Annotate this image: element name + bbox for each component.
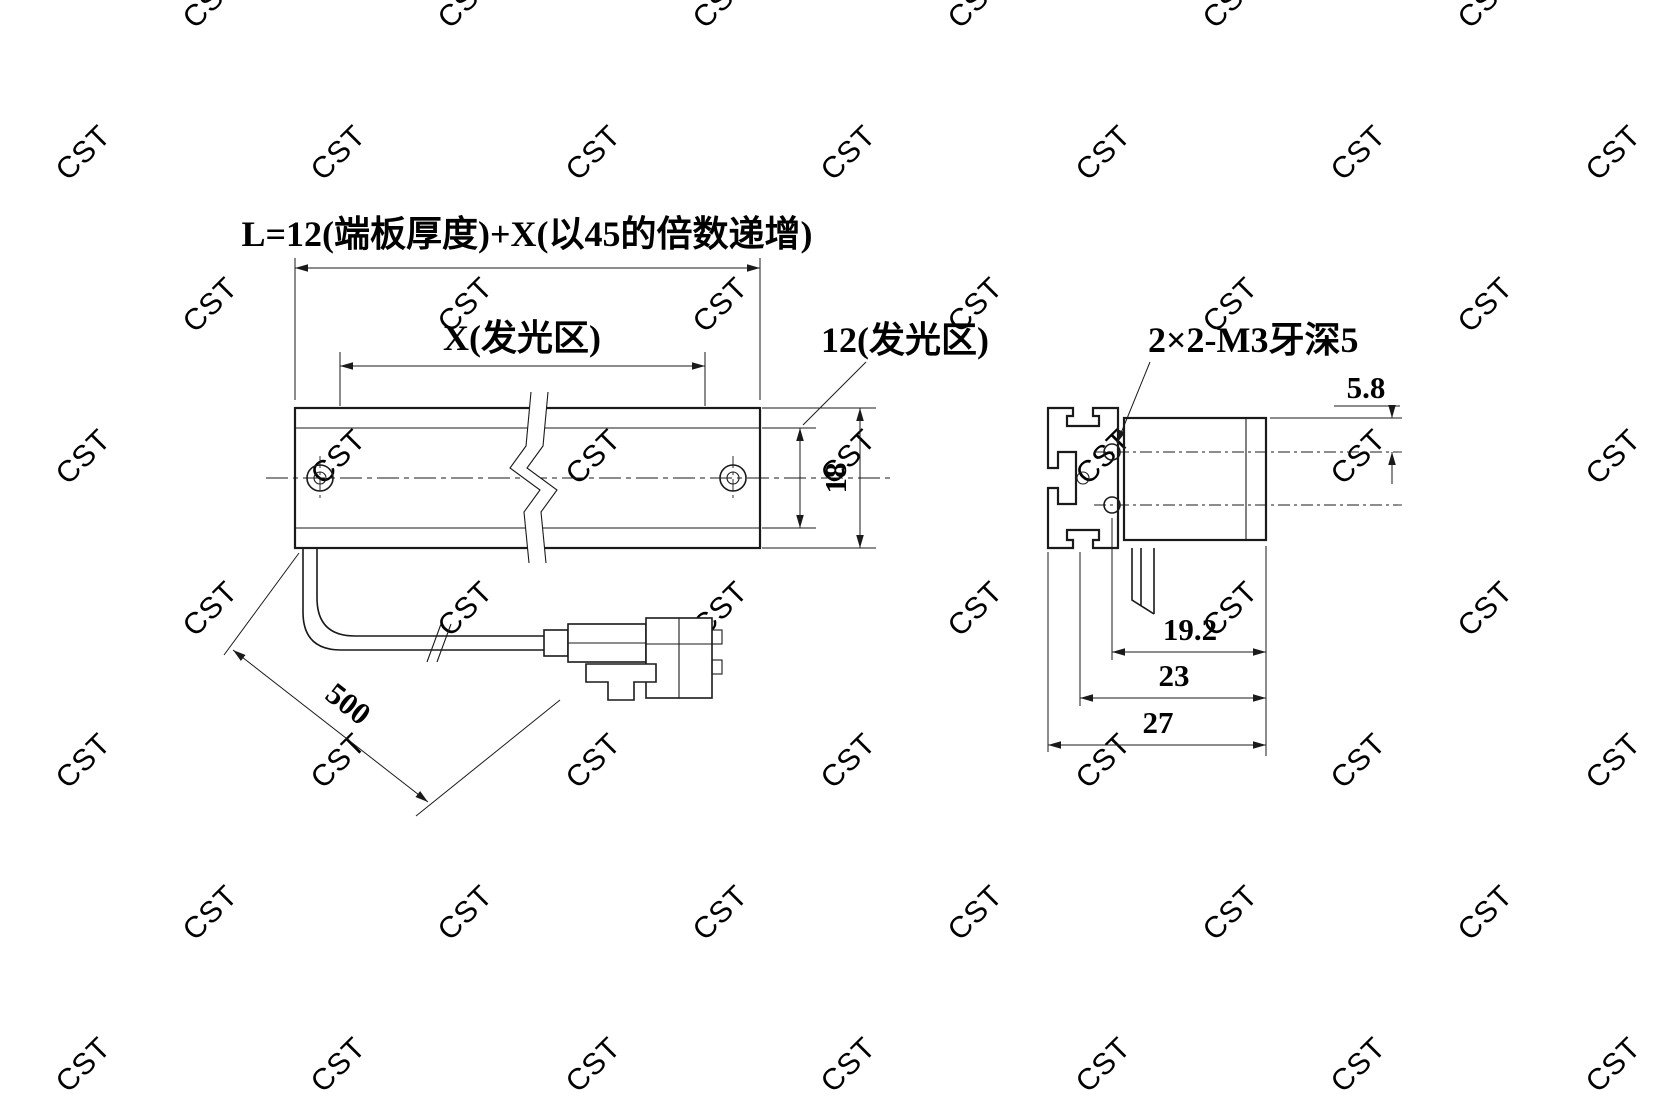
- watermark-text: CST: [1452, 0, 1520, 35]
- watermark-text: CST: [942, 575, 1010, 643]
- front-dimensions: L=12(端板厚度)+X(以45的倍数递增) X(发光区) 12(发光区) 18…: [223, 214, 989, 817]
- watermark-text: CST: [687, 879, 755, 947]
- watermark-text: CST: [560, 423, 628, 491]
- watermark-text: CST: [50, 119, 118, 187]
- watermark-text: CST: [432, 879, 500, 947]
- watermark-text: CST: [1580, 1031, 1648, 1099]
- watermark-text: CST: [1580, 423, 1648, 491]
- dim-12-extension-lines: [762, 427, 816, 529]
- watermark-text: CST: [560, 1031, 628, 1099]
- watermark-text: CST: [1197, 879, 1265, 947]
- section-view: [1046, 406, 1268, 615]
- dim-192-label: 19.2: [1163, 612, 1217, 647]
- dim-500-extension-lines: [223, 552, 561, 817]
- break-mask: [510, 392, 557, 563]
- watermark-text: CST: [560, 727, 628, 795]
- watermark-text: CST: [1580, 727, 1648, 795]
- watermark-text: CST: [1580, 119, 1648, 187]
- cable-lines: [302, 548, 546, 651]
- watermark-text: CST: [305, 1031, 373, 1099]
- watermark-text: CST: [305, 119, 373, 187]
- watermark-text: CST: [1452, 879, 1520, 947]
- extrusion-profile: [1046, 406, 1120, 550]
- dim-23-label: 23: [1159, 658, 1190, 693]
- watermark-text: CST: [560, 119, 628, 187]
- watermark-text: CST: [1197, 0, 1265, 35]
- dim-X-extension-lines: [339, 352, 706, 406]
- dim-L-label: L=12(端板厚度)+X(以45的倍数递增): [242, 214, 813, 254]
- width-extension-lines: [1047, 518, 1267, 756]
- dim-12-label: 12(发光区): [821, 320, 989, 360]
- watermark-text: CST: [177, 879, 245, 947]
- cable-connector: [543, 617, 723, 701]
- watermark-text: CST: [432, 0, 500, 35]
- watermark-text: CST: [177, 575, 245, 643]
- section-dimensions: 2×2-M3牙深5 5.8 19.2 23 27: [1047, 320, 1402, 756]
- dim-X-label: X(发光区): [443, 318, 601, 358]
- bar-side-plate: [1122, 416, 1268, 542]
- break-lines-icon: [509, 391, 558, 564]
- dim-27-label: 27: [1143, 705, 1174, 740]
- watermark-text: CST: [1070, 119, 1138, 187]
- dim-58-label: 5.8: [1347, 370, 1386, 405]
- connector-plug-lines: [646, 618, 712, 698]
- thread-note-leader: [1116, 361, 1151, 444]
- watermark-text: CST: [1070, 1031, 1138, 1099]
- watermark-text: CST: [1325, 119, 1393, 187]
- connector-tab-bottom: [711, 659, 723, 675]
- watermark-text: CST: [305, 727, 373, 795]
- watermark-text: CST: [942, 0, 1010, 35]
- watermark-text: CST: [815, 1031, 883, 1099]
- dim-L-extension-lines: [294, 258, 761, 400]
- mounting-hole-left: [306, 456, 334, 500]
- watermark-text: CST: [432, 575, 500, 643]
- dim-12-leader: [802, 361, 867, 426]
- connector-tab-top: [711, 629, 723, 645]
- watermark-text: CST: [815, 119, 883, 187]
- watermark-text: CST: [177, 271, 245, 339]
- watermark-text: CST: [1452, 575, 1520, 643]
- connector-crimp: [543, 629, 569, 657]
- watermark-text: CST: [1070, 423, 1138, 491]
- watermark-text: CST: [1325, 1031, 1393, 1099]
- watermark-text: CST: [687, 271, 755, 339]
- dim-500-line: [232, 649, 429, 803]
- watermark-text: CST: [177, 0, 245, 35]
- watermark-text: CST: [1452, 271, 1520, 339]
- mounting-hole-right: [719, 456, 747, 500]
- watermark-text: CST: [1325, 423, 1393, 491]
- cable-break-ticks: [426, 623, 452, 663]
- watermark-text: CST: [50, 1031, 118, 1099]
- watermark-text: CST: [1070, 727, 1138, 795]
- watermark-text: CST: [50, 727, 118, 795]
- dim-18-label: 18: [818, 463, 853, 494]
- cable-exit: [1131, 548, 1155, 615]
- watermark-text: CST: [687, 0, 755, 35]
- dim-500-label: 500: [319, 676, 377, 732]
- thread-note-label: 2×2-M3牙深5: [1148, 320, 1358, 360]
- connector-latch: [585, 663, 657, 701]
- front-view: [266, 391, 890, 701]
- watermark-text: CST: [50, 423, 118, 491]
- watermark-text: CST: [942, 879, 1010, 947]
- watermark-text: CST: [815, 727, 883, 795]
- watermark-text: CST: [1325, 727, 1393, 795]
- profile-center-bore: [1076, 471, 1090, 485]
